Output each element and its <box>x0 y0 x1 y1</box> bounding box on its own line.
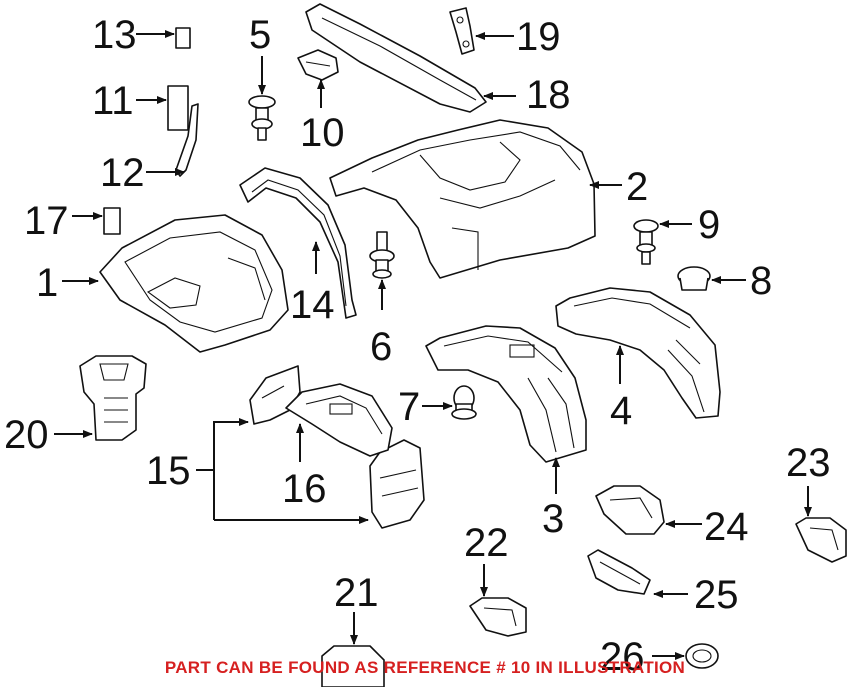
callout-15: 15 <box>146 449 191 493</box>
part-6-pin <box>369 231 395 279</box>
part-7-fastener <box>451 385 477 420</box>
callout-10: 10 <box>300 111 345 155</box>
callout-9: 9 <box>698 203 720 247</box>
part-8-cap <box>677 266 711 291</box>
callout-12: 12 <box>100 151 145 195</box>
callout-22: 22 <box>464 521 509 565</box>
part-13-clip <box>175 27 191 49</box>
callout-7: 7 <box>398 385 420 429</box>
leader-lines <box>54 30 812 660</box>
callout-17: 17 <box>24 199 69 243</box>
callout-11: 11 <box>92 79 134 123</box>
callout-16: 16 <box>282 467 327 511</box>
callout-2: 2 <box>626 165 648 209</box>
part-19-plate <box>449 7 475 55</box>
part-26-cap <box>685 643 719 669</box>
callout-26: 26 <box>600 635 645 679</box>
part-9-pin <box>633 219 659 265</box>
part-20-bracket <box>79 355 147 441</box>
part-4-fender-liner <box>555 287 721 419</box>
leader-15-top <box>213 418 249 520</box>
callout-4: 4 <box>610 389 632 433</box>
part-17-clip <box>103 207 121 235</box>
callout-14: 14 <box>290 283 335 327</box>
part-25-bracket <box>587 549 651 595</box>
part-23-pad <box>795 517 847 563</box>
callout-5: 5 <box>249 13 271 57</box>
callout-8: 8 <box>750 259 772 303</box>
part-5-pin <box>248 95 276 141</box>
callout-3: 3 <box>542 497 564 541</box>
callout-20: 20 <box>4 413 49 457</box>
part-10-bracket <box>297 49 339 81</box>
callout-13: 13 <box>92 13 137 57</box>
part-22-pad <box>469 597 527 637</box>
callout-18: 18 <box>526 73 571 117</box>
part-1-liner <box>99 214 289 353</box>
part-14-arch-trim <box>239 167 357 319</box>
callout-1: 1 <box>36 261 58 305</box>
callout-21: 21 <box>334 571 379 615</box>
callout-23: 23 <box>786 441 831 485</box>
callout-19: 19 <box>516 15 561 59</box>
callout-labels: 13 5 19 11 10 18 12 2 17 9 1 8 14 6 7 4 … <box>4 13 831 679</box>
callout-25: 25 <box>694 573 739 617</box>
part-18-upper-panel <box>305 3 487 113</box>
callout-24: 24 <box>704 505 749 549</box>
callout-6: 6 <box>370 325 392 369</box>
part-21-pad <box>321 645 385 687</box>
part-3-fender-liner <box>425 325 587 463</box>
part-16-cover <box>285 383 393 457</box>
part-2-rear-housing <box>329 119 596 279</box>
footnote-text: PART CAN BE FOUND AS REFERENCE # 10 IN I… <box>164 658 686 677</box>
part-24-cover <box>595 485 665 535</box>
part-11-strip <box>167 85 189 131</box>
